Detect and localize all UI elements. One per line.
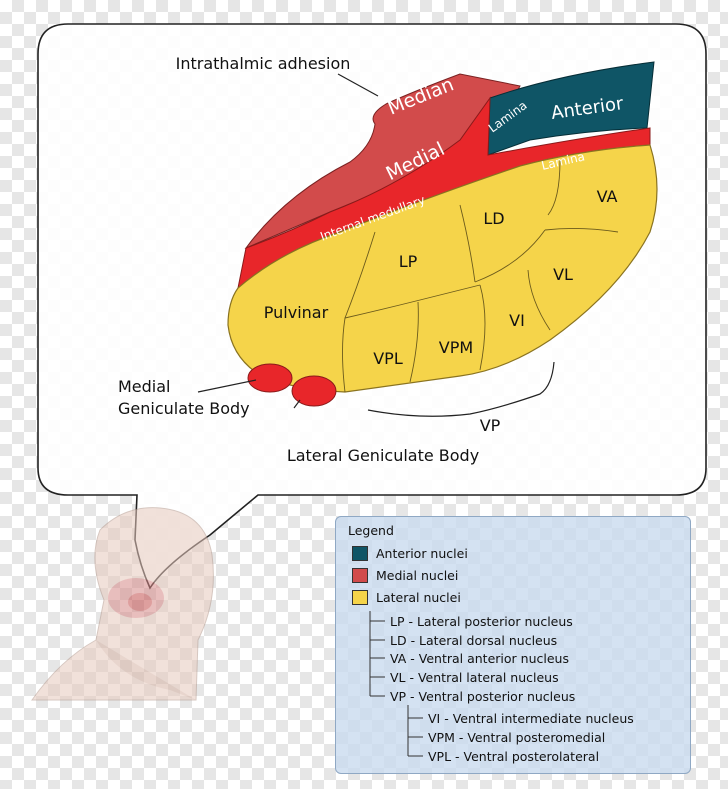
label-vp: VP — [480, 416, 501, 435]
legend-title: Legend — [348, 523, 394, 538]
legend-sub-lp: LP - Lateral posterior nucleus — [390, 614, 573, 629]
legend-entry-lateral: Lateral nuclei — [352, 589, 461, 606]
label-va: VA — [597, 187, 618, 206]
legend-entry-medial: Medial nuclei — [352, 567, 458, 584]
label-medial-geniculate-2: Geniculate Body — [118, 399, 250, 418]
head-illustration — [31, 507, 214, 701]
legend-tree-lines — [369, 611, 423, 757]
anterior-region — [487, 61, 655, 156]
label-medial-geniculate-1: Medial — [118, 377, 171, 396]
legend-sub-ld: LD - Lateral dorsal nucleus — [390, 633, 558, 648]
swatch-medial — [352, 568, 368, 583]
legend-sub-vpm: VPM - Ventral posteromedial — [428, 730, 606, 745]
leader-lines — [197, 73, 555, 417]
legend-label-anterior: Anterior nuclei — [376, 546, 468, 561]
label-pulvinar: Pulvinar — [264, 303, 329, 322]
vp-brace — [367, 361, 555, 417]
legend-panel: Legend Anterior nuclei Medial nuclei Lat… — [335, 516, 691, 774]
legend-label-lateral: Lateral nuclei — [376, 590, 461, 605]
medial-region — [244, 73, 521, 250]
legend-label-medial: Medial nuclei — [376, 568, 459, 583]
medial-geniculate-body — [247, 363, 293, 393]
legend-sub-vi: VI - Ventral intermediate nucleus — [428, 711, 634, 726]
label-vpm: VPM — [439, 338, 473, 357]
lateral-geniculate-body — [291, 375, 337, 407]
legend-sub-vp: VP - Ventral posterior nucleus — [390, 689, 576, 704]
label-lp: LP — [399, 252, 418, 271]
swatch-lateral — [352, 590, 368, 605]
label-ld: LD — [483, 209, 504, 228]
legend-sub-va: VA - Ventral anterior nucleus — [390, 651, 569, 666]
label-vl: VL — [553, 265, 573, 284]
thalamus — [227, 61, 658, 407]
legend-sub-vpl: VPL - Ventral posterolateral — [428, 749, 600, 764]
legend-entry-anterior: Anterior nuclei — [352, 545, 468, 562]
label-lateral-geniculate: Lateral Geniculate Body — [287, 446, 479, 465]
label-vpl: VPL — [373, 349, 403, 368]
nuclei-boundaries — [342, 159, 619, 393]
label-intrathalmic-adhesion: Intrathalmic adhesion — [176, 54, 351, 73]
swatch-anterior — [352, 546, 368, 561]
legend-sub-vl: VL - Ventral lateral nucleus — [390, 670, 559, 685]
label-vi: VI — [509, 311, 525, 330]
